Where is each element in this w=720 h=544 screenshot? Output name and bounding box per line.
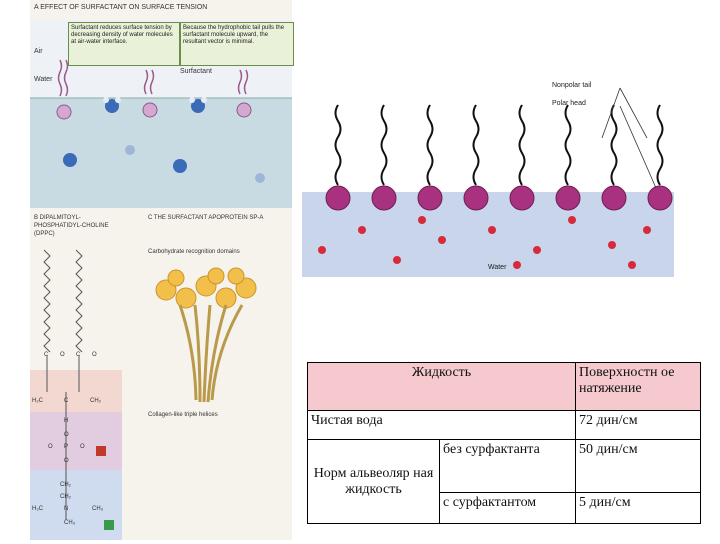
- water-label: Water: [34, 76, 53, 83]
- water-molecule: [513, 261, 521, 269]
- chem-label: H₃C: [32, 506, 44, 512]
- polar-head-label: Polar head: [552, 100, 586, 107]
- header-liquid: Жидкость: [306, 361, 577, 412]
- panel-b-label: B DIPALMITOYL-PHOSPHATIDYL-CHOLINE (DPPC…: [34, 215, 109, 237]
- carbohydrate-label: Carbohydrate recognition domains: [148, 249, 240, 255]
- row-with-surfactant-value: 5 дин/см: [575, 491, 702, 525]
- nonpolar-tail: [564, 104, 572, 186]
- chem-label: O: [92, 352, 97, 358]
- water-molecule: [643, 226, 651, 234]
- polar-head: [463, 185, 489, 211]
- polar-head: [555, 185, 581, 211]
- figure-title: A EFFECT OF SURFACTANT ON SURFACE TENSIO…: [34, 4, 208, 11]
- chem-label: O: [60, 352, 65, 358]
- surface-tension-table: Жидкость Поверхностн ое натяжение Чистая…: [306, 361, 702, 525]
- polar-head: [647, 185, 673, 211]
- surfactant-monolayer-diagram: Nonpolar tail Polar head Water: [302, 80, 719, 277]
- chem-label: O: [64, 458, 69, 464]
- water-molecule: [393, 256, 401, 264]
- chem-label: CH₃: [64, 520, 76, 526]
- callout-left: Surfactant reduces surface tension by de…: [68, 22, 180, 66]
- nonpolar-tail: [380, 104, 388, 186]
- chem-label: O: [64, 432, 69, 438]
- chem-label: O: [80, 444, 85, 450]
- chem-label: CH₂: [90, 398, 101, 404]
- collagen-label: Collagen-like triple helices: [148, 412, 218, 418]
- row-without-surfactant-value: 50 дин/см: [575, 439, 702, 493]
- header-surface-tension: Поверхностн ое натяжение: [575, 361, 702, 412]
- surfactant-label: Surfactant: [180, 68, 212, 75]
- chem-label: H₂C: [32, 398, 43, 404]
- row-pure-water-liquid: Чистая вода: [306, 410, 577, 441]
- chem-label: N: [64, 506, 69, 512]
- chem-label: CH₂: [60, 482, 71, 488]
- nonpolar-tail: [472, 104, 480, 186]
- polar-head: [509, 185, 535, 211]
- textbook-figure-drawing: [30, 20, 292, 540]
- chem-label: O: [48, 444, 53, 450]
- callout-right: Because the hydrophobic tail pulls the s…: [180, 22, 294, 66]
- air-label: Air: [34, 48, 43, 55]
- nonpolar-tail-label: Nonpolar tail: [552, 82, 592, 89]
- polar-head: [325, 185, 351, 211]
- row-without-surfactant: без сурфактанта: [438, 439, 577, 493]
- row-alveolar-liquid: Норм альвеоляр ная жидкость: [307, 439, 440, 524]
- water-molecule: [438, 236, 446, 244]
- chem-label: P: [64, 444, 69, 450]
- polar-head: [601, 185, 627, 211]
- chem-label: CH₃: [92, 506, 104, 512]
- nonpolar-tail: [426, 104, 434, 186]
- chem-label: C: [44, 352, 49, 358]
- nonpolar-tail: [334, 104, 342, 186]
- chem-label: C: [64, 398, 69, 404]
- surfactant-textbook-figure: A EFFECT OF SURFACTANT ON SURFACE TENSIO…: [30, 0, 294, 540]
- row-with-surfactant: с сурфактантом: [438, 491, 577, 525]
- water-molecule: [568, 216, 576, 224]
- nonpolar-tail: [610, 104, 618, 186]
- water-molecule: [628, 261, 636, 269]
- water-region-label: Water: [488, 264, 507, 271]
- row-pure-water-value: 72 дин/см: [575, 410, 702, 441]
- water-molecule: [318, 246, 326, 254]
- nonpolar-tail: [518, 104, 526, 186]
- nonpolar-tail: [656, 104, 664, 186]
- water-molecule: [608, 241, 616, 249]
- chem-label: H: [64, 418, 69, 424]
- water-molecule: [488, 226, 496, 234]
- polar-head: [371, 185, 397, 211]
- water-molecule: [418, 216, 426, 224]
- water-molecule: [358, 226, 366, 234]
- water-molecule: [533, 246, 541, 254]
- panel-c-label: C THE SURFACTANT APOPROTEIN SP-A: [148, 215, 264, 221]
- chem-label: CH₂: [60, 494, 71, 500]
- polar-head: [417, 185, 443, 211]
- chem-label: C: [76, 352, 81, 358]
- monolayer-drawing: [302, 87, 719, 277]
